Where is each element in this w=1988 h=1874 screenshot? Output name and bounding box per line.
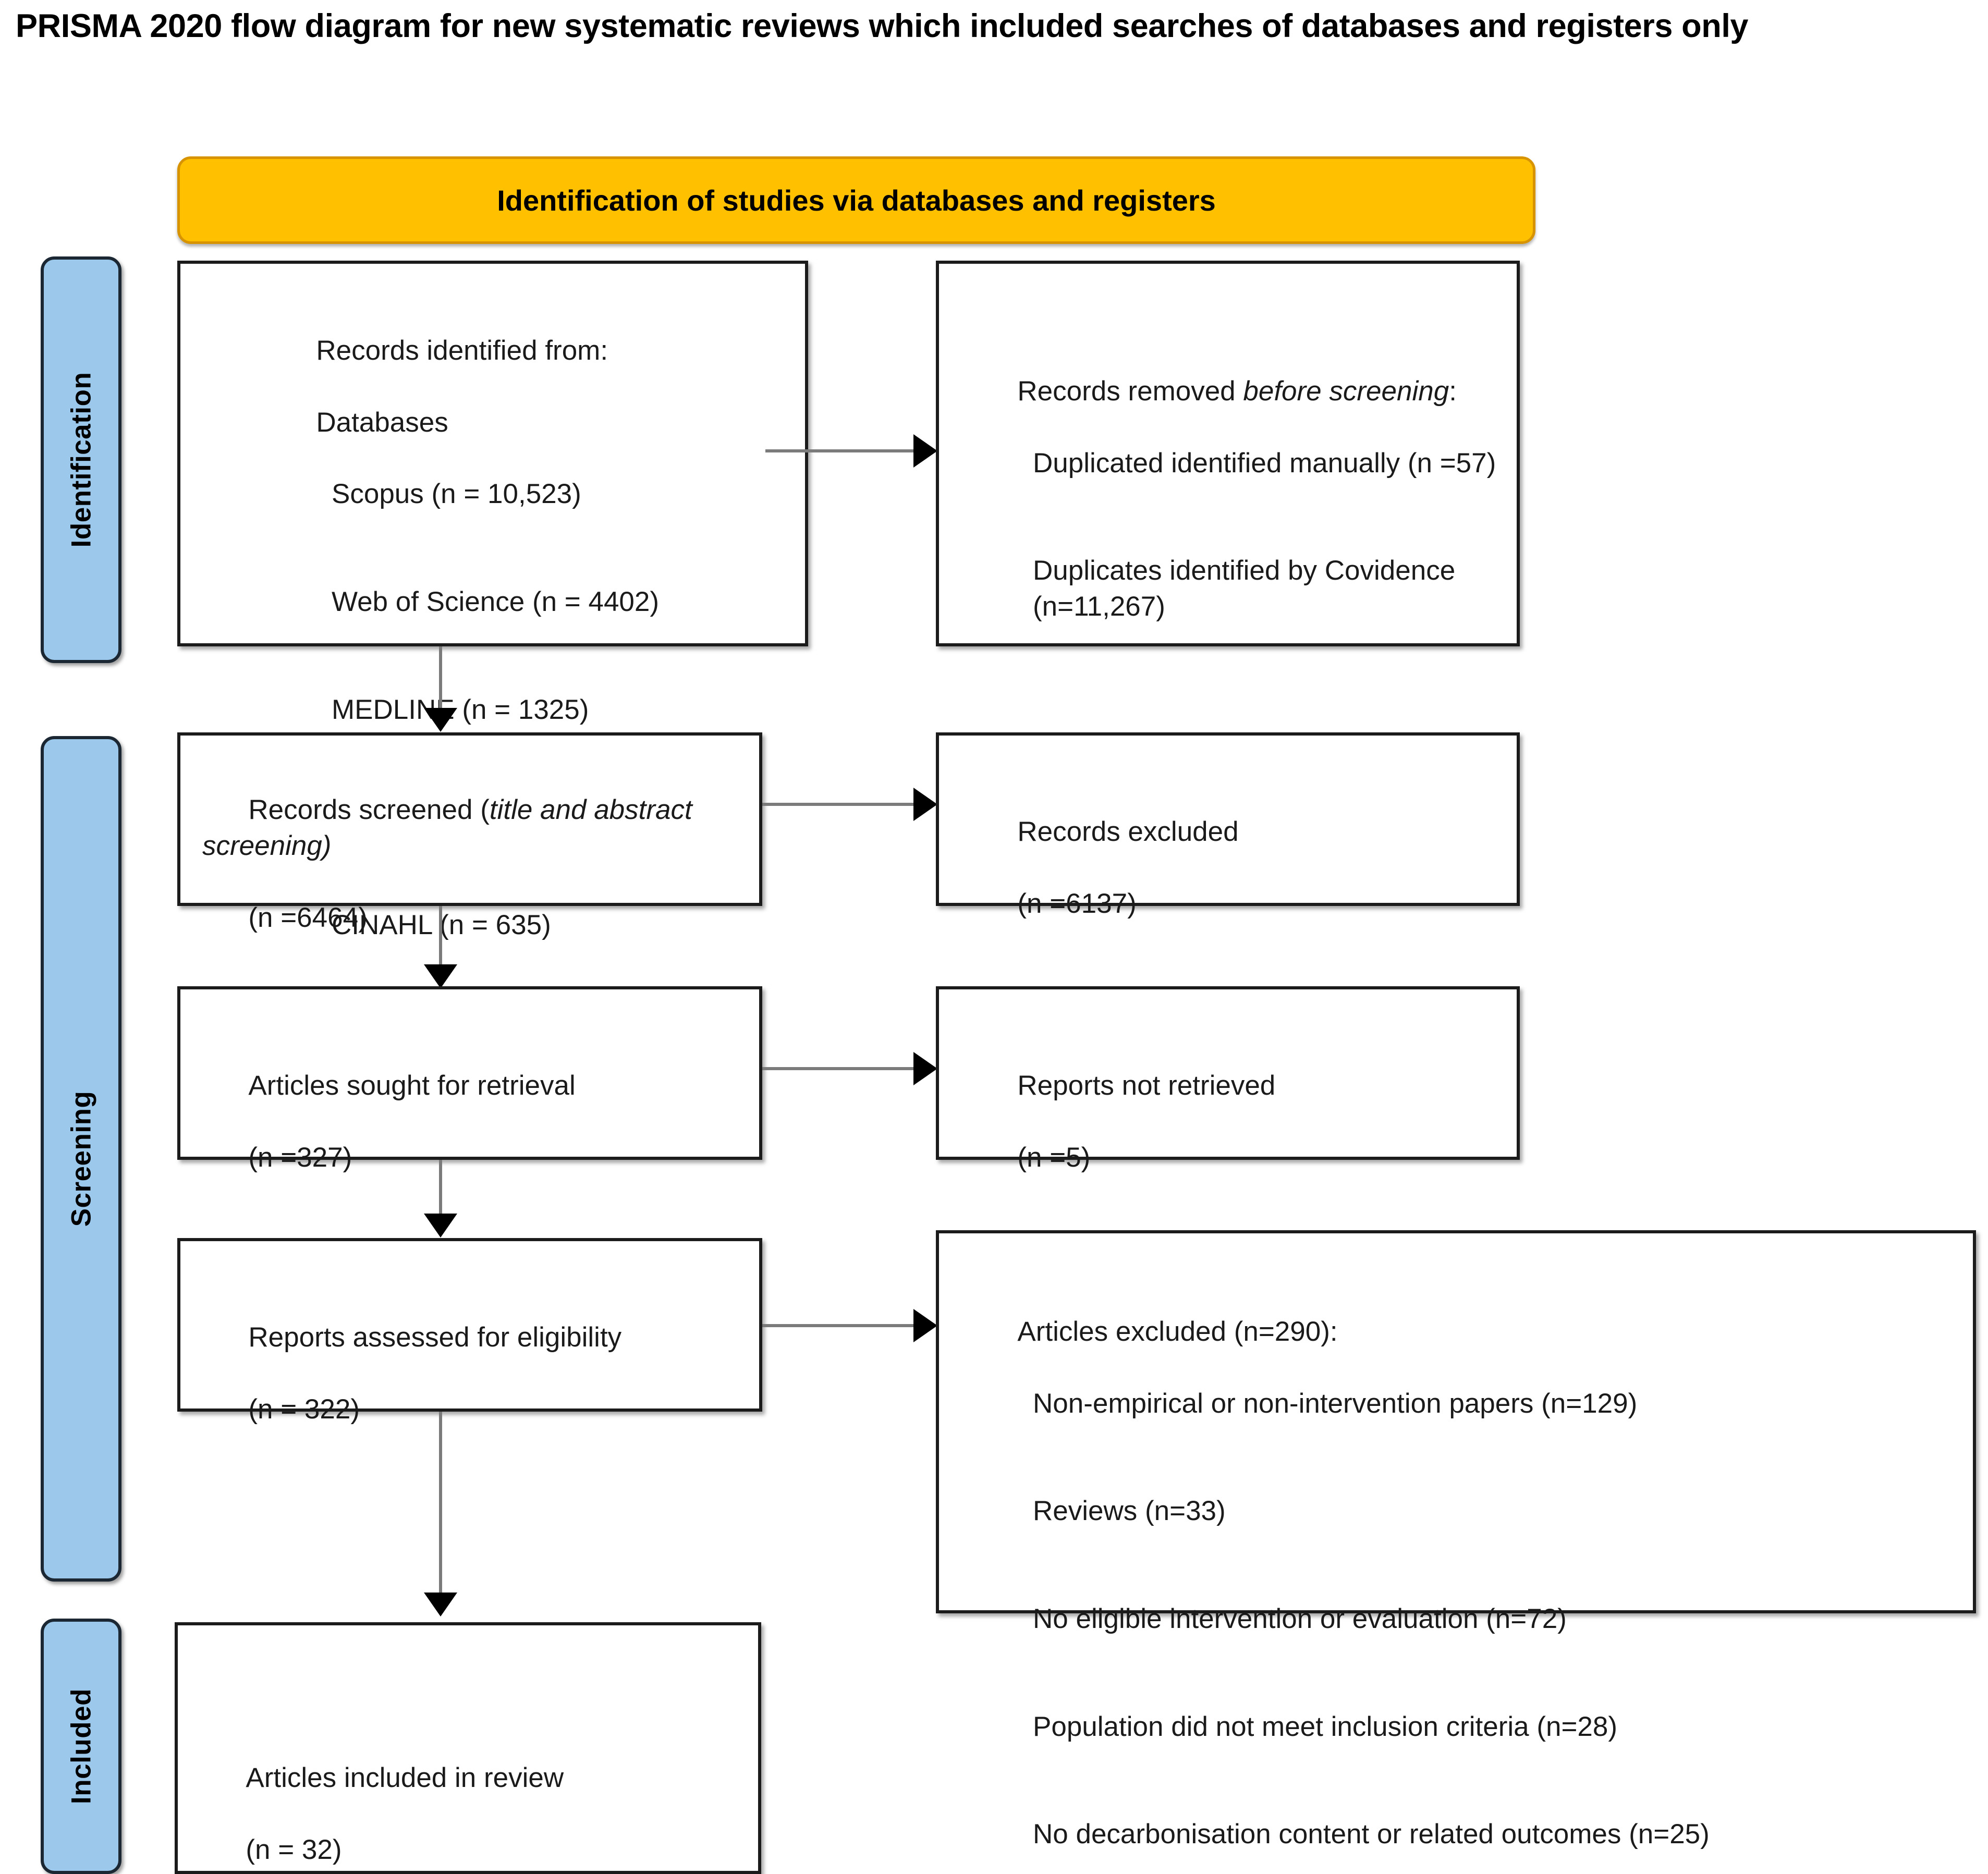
records-screened-line1-pre: Records screened (: [248, 794, 490, 825]
reports-assessed-count: (n = 322): [248, 1393, 360, 1425]
box-articles-included-text: Articles included in review (n = 32): [200, 1724, 737, 1874]
box-reports-not-retrieved: Reports not retrieved (n =5): [936, 986, 1520, 1173]
records-removed-heading-post: :: [1449, 375, 1457, 407]
source-scopus: Scopus (n = 10,523): [332, 479, 581, 510]
box-records-screened-text: Records screened (title and abstract scr…: [202, 756, 739, 972]
box-reports-assessed: Reports assessed for eligibility (n = 32…: [177, 1238, 762, 1425]
records-excluded-label: Records excluded: [1017, 816, 1239, 847]
articles-sought-label: Articles sought for retrieval: [248, 1070, 576, 1101]
box-articles-included: Articles included in review (n = 32): [175, 1622, 761, 1874]
phase-label-included: Included: [41, 1619, 121, 1874]
reports-not-retrieved-count: (n =5): [1017, 1142, 1091, 1173]
box-records-screened: Records screened (title and abstract scr…: [177, 732, 762, 933]
excluded-reason-no-eligible-intervention: No eligible intervention or evaluation (…: [1033, 1603, 1567, 1635]
arrowhead-identified-to-screened-icon: [424, 708, 457, 732]
articles-sought-count: (n =327): [248, 1142, 352, 1173]
records-removed-heading-pre: Records removed: [1017, 375, 1243, 407]
connector-assessed-to-articles-excluded: [762, 1324, 917, 1327]
phase-label-identification-text: Identification: [66, 372, 96, 548]
articles-included-label: Articles included in review: [246, 1762, 564, 1793]
source-web-of-science: Web of Science (n = 4402): [332, 586, 660, 618]
box-records-excluded-text: Records excluded (n =6137): [971, 778, 1498, 958]
reports-assessed-label: Reports assessed for eligibility: [248, 1321, 622, 1353]
box-reports-not-retrieved-text: Reports not retrieved (n =5): [971, 1032, 1498, 1211]
box-reports-assessed-text: Reports assessed for eligibility (n = 32…: [202, 1284, 739, 1463]
box-records-removed: Records removed before screening: Duplic…: [936, 261, 1520, 646]
records-identified-source-type: Databases: [316, 407, 448, 438]
box-records-excluded: Records excluded (n =6137): [936, 732, 1520, 919]
excluded-reason-population: Population did not meet inclusion criter…: [1033, 1711, 1617, 1742]
phase-label-screening-text: Screening: [66, 1091, 96, 1227]
connector-screened-to-excluded: [762, 803, 917, 806]
arrowhead-assessed-to-articles-excluded-icon: [913, 1309, 937, 1342]
connector-sought-to-not-retrieved: [762, 1067, 917, 1070]
excluded-reason-no-decarbonisation: No decarbonisation content or related ou…: [1033, 1819, 1710, 1850]
articles-excluded-heading: Articles excluded (n=290):: [1017, 1316, 1338, 1347]
excluded-reason-non-empirical: Non-empirical or non-intervention papers…: [1033, 1388, 1638, 1419]
box-articles-excluded-text: Articles excluded (n=290): Non-empirical…: [971, 1278, 1957, 1874]
box-articles-excluded: Articles excluded (n=290): Non-empirical…: [936, 1230, 1976, 1849]
arrowhead-sought-to-not-retrieved-icon: [913, 1052, 937, 1085]
phase-label-included-text: Included: [66, 1688, 96, 1804]
excluded-reason-reviews: Reviews (n=33): [1033, 1496, 1226, 1527]
connector-identified-to-screened: [439, 646, 442, 710]
records-screened-line1-italic: title and abstract screening): [202, 794, 700, 861]
removed-reason-covidence: Duplicates identified by Covidence (n=11…: [1033, 555, 1463, 622]
arrowhead-screened-to-sought-icon: [424, 964, 457, 988]
box-records-removed-text: Records removed before screening: Duplic…: [971, 338, 1498, 697]
source-medline: MEDLINE (n = 1325): [332, 694, 589, 725]
connector-identified-to-removed: [765, 449, 917, 452]
articles-included-count: (n = 32): [246, 1834, 342, 1865]
records-screened-count: (n =6464): [248, 902, 368, 933]
connector-sought-to-assessed: [439, 1160, 442, 1216]
connector-screened-to-sought: [439, 906, 442, 966]
arrowhead-sought-to-assessed-icon: [424, 1214, 457, 1238]
source-cinahl: CINAHL (n = 635): [332, 910, 551, 941]
box-records-identified: Records identified from: Databases Scopu…: [177, 261, 808, 1048]
arrowhead-screened-to-excluded-icon: [913, 788, 937, 821]
removed-reason-manual: Duplicated identified manually (n =57): [1033, 447, 1496, 479]
records-removed-heading-italic: before screening: [1243, 375, 1449, 407]
phase-label-identification: Identification: [41, 256, 121, 663]
records-excluded-count: (n =6137): [1017, 888, 1137, 919]
arrowhead-identified-to-removed-icon: [913, 434, 937, 468]
reports-not-retrieved-label: Reports not retrieved: [1017, 1070, 1276, 1101]
connector-assessed-to-included: [439, 1412, 442, 1594]
arrowhead-assessed-to-included-icon: [424, 1593, 457, 1616]
stage-header-identification: Identification of studies via databases …: [177, 156, 1535, 244]
box-articles-sought-text: Articles sought for retrieval (n =327): [202, 1032, 739, 1211]
phase-label-screening: Screening: [41, 736, 121, 1582]
page-title: PRISMA 2020 flow diagram for new systema…: [16, 8, 1749, 44]
stage-header-label: Identification of studies via databases …: [497, 183, 1216, 217]
box-articles-sought: Articles sought for retrieval (n =327): [177, 986, 762, 1173]
records-identified-heading: Records identified from:: [316, 335, 608, 366]
